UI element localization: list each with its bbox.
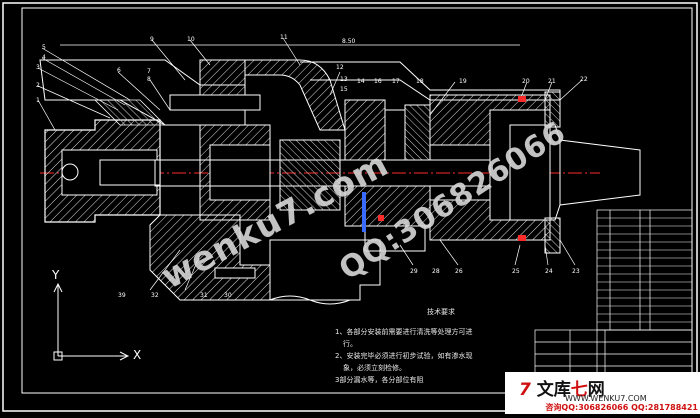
brand-logo-text-3: 网 [587,380,605,400]
leader-lines [37,37,583,291]
brand-site: WWW.WENKU7.COM [565,394,647,403]
part-label-bottom-32: 32 [151,292,159,299]
part-label-top-5: 5 [42,44,46,51]
bearing-block-4 [344,185,431,227]
part-label-bottom-24: 24 [545,268,553,275]
part-label-top-3: 3 [36,64,40,71]
left-stud [99,159,161,186]
part-label-top-21: 21 [548,78,556,85]
part-label-top-1: 1 [36,97,40,104]
part-label-bottom-39: 39 [118,292,126,299]
spindle-taper [509,124,641,221]
outer-frame [2,2,698,412]
notes-line-4: 象，必须立刻检修。 [343,364,406,372]
part-label-bottom-28: 28 [432,268,440,275]
part-label-bottom-30: 30 [224,292,232,299]
part-label-top-20: 20 [522,78,530,85]
brand-logo-text-1: 文库 [536,380,571,400]
part-label-bottom-29: 29 [410,268,418,275]
brand-banner: 7 文库七网 WWW.WENKU7.COM 咨询QQ:306826066 QQ:… [505,372,700,414]
inner-frame [21,7,693,394]
brand-contact: 咨询QQ:306826066 QQ:281788421 [545,403,698,412]
base-wave [269,295,351,305]
red-marker-3 [378,215,384,221]
notes-line-5: 3部分漏水等，各分部位有阻 [335,376,424,384]
red-marker-1 [518,96,526,102]
part-label-top-13: 13 [340,76,348,83]
notes-line-2: 行。 [343,340,357,348]
brand-logo-text-2: 七 [570,380,588,400]
axis-indicator [53,282,130,361]
part-label-top-7: 7 [147,68,151,75]
part-label-top-18: 18 [416,78,424,85]
flange-bore [209,144,271,201]
bearing-block-3 [404,104,431,161]
part-label-bottom-23: 23 [572,268,580,275]
part-label-top-14: 14 [357,78,365,85]
shaft-collar [279,139,341,211]
part-label-bottom-31: 31 [200,292,208,299]
axis-x-label: X [133,348,142,362]
red-marker-2 [518,235,526,241]
blue-key [362,192,366,232]
bearing-block-2 [384,109,406,161]
upper-cover-hatch [94,99,166,126]
part-label-top-8: 8 [147,76,151,83]
part-label-top-22: 22 [580,76,588,83]
part-label-bottom-26: 26 [455,268,463,275]
brand-logo: 7 文库七网 [519,375,605,400]
part-label-top-12: 12 [336,64,344,71]
part-label-bottom-25: 25 [512,268,520,275]
brand-logo-7: 7 [519,380,531,400]
title-block-rows [597,217,692,323]
part-label-top-10: 10 [187,36,195,43]
part-label-top-16: 16 [374,78,382,85]
left-bolt-hole [61,163,79,181]
lower-bolt [214,267,256,279]
flange-block-1 [199,59,246,101]
part-label-top-9: 9 [150,36,154,43]
spindle-flange-bot [544,217,561,254]
bearing-block-1 [344,99,386,161]
notes-line-3: 2、安装完毕必须进行初步试验，如有渗水现 [335,352,473,360]
part-label-top-2: 2 [36,82,40,89]
axis-y-label: Y [52,268,60,282]
part-label-top-15: 15 [340,86,348,93]
notes-line-1: 1、各部分安装前需要进行清洗等处理方可进 [335,328,473,336]
part-label-top-4: 4 [42,54,46,61]
part-label-top-6: 6 [117,67,121,74]
part-label-top-11: 11 [280,34,288,41]
dimension-text: 8.50 [342,38,356,45]
bearing-lower [364,225,426,252]
notes-title: 技术要求 [427,308,455,316]
part-label-top-19: 19 [459,78,467,85]
part-label-top-17: 17 [392,78,400,85]
flange-block-2 [169,94,261,111]
spindle-flange-top [544,91,561,128]
